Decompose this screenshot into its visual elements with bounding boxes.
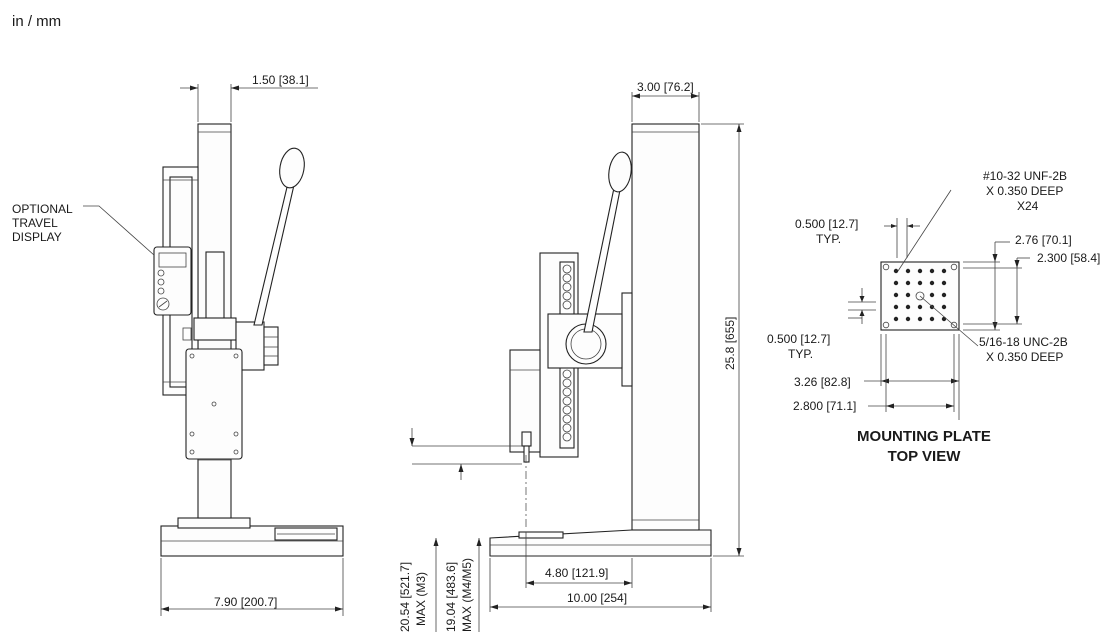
callout-line-1: OPTIONAL	[12, 202, 73, 216]
plate-tapped-hole	[893, 316, 899, 322]
top-pitch-label: 0.500 [12.7]	[795, 217, 858, 231]
side-rollers	[562, 264, 572, 442]
front-base-riser	[177, 517, 251, 529]
plate-corner-holes	[882, 263, 958, 329]
left-pitch-typ: TYP.	[788, 347, 813, 361]
plate-tapped-hole	[905, 292, 911, 298]
plate-tapped-hole	[929, 292, 935, 298]
plate-tapped-hole	[941, 292, 947, 298]
left-pitch-label: 0.500 [12.7]	[767, 332, 830, 346]
callout-line-2: TRAVEL	[12, 216, 58, 230]
side-top-width-label: 3.00 [76.2]	[637, 80, 694, 94]
side-base-depth-label: 10.00 [254]	[567, 591, 627, 605]
plate-tapped-hole	[917, 304, 923, 310]
plate-tapped-hole	[929, 280, 935, 286]
side-gauge-mount	[509, 349, 541, 453]
small-thread-leader	[897, 189, 952, 272]
plate-width-label: 3.26 [82.8]	[794, 375, 851, 389]
max-m4-label: MAX (M4/M5)	[460, 558, 474, 632]
front-view	[83, 84, 344, 616]
large-thread-leader	[919, 295, 979, 347]
plate-height-label: 2.76 [70.1]	[1015, 233, 1072, 247]
plate-tapped-hole	[917, 316, 923, 322]
side-lever	[583, 187, 621, 333]
plate-title-line-2: TOP VIEW	[888, 448, 962, 465]
side-offset-label: 4.80 [121.9]	[545, 566, 608, 580]
plate-tapped-hole	[929, 268, 935, 274]
front-knob	[263, 326, 279, 366]
plate-hole-grid	[893, 268, 947, 322]
side-height-label: 25.8 [655]	[723, 317, 737, 370]
plate-tapped-hole	[941, 280, 947, 286]
plate-tapped-hole	[941, 316, 947, 322]
hole-span-width-label: 2.800 [71.1]	[793, 399, 856, 413]
plate-tapped-hole	[905, 268, 911, 274]
plate-tapped-hole	[905, 280, 911, 286]
plate-tapped-hole	[941, 304, 947, 310]
small-thread-line-1: #10-32 UNF-2B	[983, 169, 1067, 183]
front-carriage	[193, 317, 237, 341]
side-lever-knob	[608, 151, 632, 193]
plate-tapped-hole	[917, 280, 923, 286]
units-label: in / mm	[12, 13, 62, 30]
front-mount-plate	[185, 348, 243, 460]
max-m3-value: 20.54 [521.7]	[398, 562, 412, 632]
plate-tapped-hole	[941, 268, 947, 274]
max-m3-label: MAX (M3)	[414, 572, 428, 626]
small-thread-line-2: X 0.350 DEEP	[986, 184, 1063, 198]
front-top-width-label: 1.50 [38.1]	[252, 73, 309, 87]
plate-tapped-hole	[893, 268, 899, 274]
side-column	[631, 123, 700, 531]
callout-line-3: DISPLAY	[12, 230, 62, 244]
front-lever	[253, 182, 295, 326]
plate-tapped-hole	[893, 292, 899, 298]
plate-tapped-hole	[929, 316, 935, 322]
mounting-plate-view	[848, 189, 1030, 420]
large-thread-line-1: 5/16-18 UNC-2B	[979, 335, 1068, 349]
front-base-width-label: 7.90 [200.7]	[214, 595, 277, 609]
plate-title-line-1: MOUNTING PLATE	[857, 428, 991, 445]
callout-leader	[83, 205, 155, 256]
plate-tapped-hole	[917, 268, 923, 274]
travel-display	[153, 246, 192, 316]
front-lever-knob	[279, 147, 305, 189]
front-rack	[205, 251, 225, 323]
plate-tapped-hole	[905, 304, 911, 310]
max-m4-value: 19.04 [483.6]	[444, 562, 458, 632]
plate-center-hole	[915, 291, 925, 301]
side-view	[409, 92, 744, 632]
small-thread-line-3: X24	[1017, 199, 1039, 213]
plate-tapped-hole	[893, 304, 899, 310]
hole-span-height-label: 2.300 [58.4]	[1037, 251, 1100, 265]
large-thread-line-2: X 0.350 DEEP	[986, 350, 1063, 364]
plate-tapped-hole	[893, 280, 899, 286]
top-pitch-typ: TYP.	[816, 232, 841, 246]
plate-tapped-hole	[905, 316, 911, 322]
